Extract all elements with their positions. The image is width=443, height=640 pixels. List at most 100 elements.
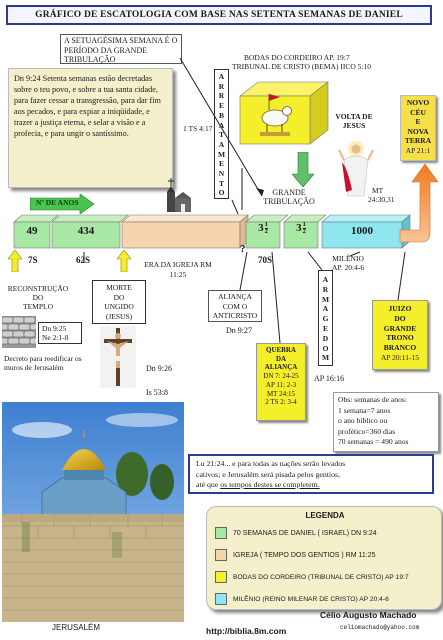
- juizo-l2: GRANDE: [383, 323, 417, 333]
- legend-title: LEGENDA: [305, 511, 345, 520]
- arreb-l5: A: [218, 120, 225, 130]
- mt-ref-line2: 24:30,31: [368, 195, 395, 204]
- label-62s: 62S: [76, 255, 91, 265]
- site-url[interactable]: http://biblia.8m.com: [206, 626, 287, 636]
- arreb-l3: E: [218, 101, 224, 111]
- label-7s: 7S: [28, 255, 38, 265]
- volta-jesus-label: VOLTA DE JESUS: [335, 112, 373, 130]
- novo-ceu-box: NOVO CÉU E NOVA TERRA AP 21:1: [400, 95, 436, 161]
- half-2-num: 1: [302, 221, 306, 229]
- era-igreja-label: ERA DA IGREJA RM 11:25: [144, 260, 212, 279]
- morte-l1: DO: [113, 292, 125, 302]
- legend-panel: LEGENDA 70 SEMANAS DE DANIEL ( ISRAEL) D…: [206, 506, 442, 610]
- novo-ceu-l1: CÉU: [410, 107, 426, 117]
- juizo-l3: TRONO: [386, 333, 414, 343]
- obs-l0: Obs: semanas de anos:: [338, 395, 407, 404]
- legend-label-bodas: BODAS DO CORDEIRO (TRIBUNAL DE CRISTO) A…: [233, 573, 409, 581]
- obs-l2: o ano bíblico ou: [338, 416, 388, 425]
- legend-item-milenio: MILÊNIO (REINO MILENAR DE CRISTO) AP 20:…: [215, 589, 439, 609]
- chart-title: GRÁFICO DE ESCATOLOGIA COM BASE NAS SETE…: [6, 5, 432, 25]
- lucas-underlined-phrase: os tempos destes se completem.: [220, 480, 320, 489]
- half-1-den: 2: [264, 228, 268, 235]
- alianca-box: ALIANÇA COM O ANTICRISTO: [208, 290, 262, 322]
- up-arrow-7s: [8, 250, 22, 272]
- arreb-l1: R: [218, 81, 225, 91]
- armag-l6: D: [322, 333, 329, 343]
- timeline-seg-half-1-int: 3: [258, 222, 264, 235]
- grande-tribulacao-label: GRANDE TRIBULAÇÃO: [258, 188, 320, 206]
- reconstrucao-l0: RECONSTRUÇÃO: [7, 284, 69, 293]
- armag-l8: M: [321, 353, 330, 363]
- armag-l0: A: [322, 275, 329, 284]
- novo-ceu-l4: TERRA: [404, 136, 432, 145]
- ts-ref: 1 TS 4:17: [183, 124, 213, 133]
- author-email: celiomachado@yahoo.com: [340, 624, 420, 631]
- nr-anos-arrow: [30, 194, 95, 214]
- legend-item-israel: 70 SEMANAS DE DANIEL ( ISRAEL) DN 9:24: [215, 523, 439, 543]
- bodas-box-graphic: [239, 81, 329, 145]
- dn-ne-l0: Dn 9:25: [42, 324, 67, 333]
- jerusalem-photo: [2, 402, 184, 622]
- grande-trib-l0: GRANDE: [272, 188, 306, 197]
- legend-item-igreja: IGREJA ( TEMPO DOS GENTIOS ) RM 11:25: [215, 545, 439, 565]
- daniel-quote-box: Dn 9:24 Setenta semanas estão decretadas…: [8, 68, 173, 188]
- milenio-label: MILÊNIO AP. 20:4-6: [332, 254, 364, 272]
- dn-ne-l1: Ne 2:1-8: [42, 333, 69, 342]
- milenio-l0: MILÊNIO: [332, 254, 364, 263]
- quebra-l5: MT 24:15: [266, 389, 296, 398]
- legend-swatch-igreja: [215, 549, 227, 561]
- author-name: Célio Augusto Machado: [320, 610, 417, 620]
- half-1-num: 1: [264, 221, 268, 229]
- dn927-label: Dn 9:27: [226, 326, 252, 335]
- reconstrucao-l2: TEMPLO: [23, 302, 53, 311]
- armag-l7: O: [322, 343, 329, 353]
- arreb-l11: T: [218, 178, 224, 188]
- lucas-l2: até que os tempos destes se completem.: [196, 480, 320, 489]
- juizo-box: JUIZO DO GRANDE TRONO BRANCO AP 20:11-15: [372, 300, 428, 370]
- is53-label: Is 53:8: [146, 388, 168, 397]
- descent-arrow: [292, 152, 314, 188]
- milenio-l1: AP. 20:4-6: [332, 263, 365, 272]
- novo-ceu-l3: NOVA: [407, 126, 429, 136]
- legend-label-milenio: MILÊNIO (REINO MILENAR DE CRISTO) AP 20:…: [233, 595, 389, 603]
- arreb-l10: N: [218, 169, 225, 179]
- arreb-l9: E: [218, 159, 224, 169]
- tribunal-label: TRIBUNAL DE CRISTO (BEMA) IICO 5:10: [232, 62, 371, 71]
- arreb-l12: O: [218, 188, 225, 198]
- armag-l3: A: [322, 304, 329, 314]
- arreb-l8: M: [217, 149, 226, 159]
- mt-ref-line1: MT: [372, 186, 384, 195]
- quebra-l1: DA: [275, 354, 287, 363]
- crucifix-graphic: [100, 326, 136, 388]
- obs-box: Obs: semanas de anos: 1 semana=7 anos o …: [333, 392, 439, 452]
- arreb-l4: B: [218, 110, 224, 120]
- juizo-l1: DO: [394, 313, 406, 323]
- up-arrow-62s: [117, 250, 131, 272]
- legend-label-israel: 70 SEMANAS DE DANIEL ( ISRAEL) DN 9:24: [233, 529, 377, 537]
- quebra-box: QUEBRA DA ALIANÇA DN 7: 24-25 AP 11: 2-3…: [256, 343, 306, 421]
- bodas-label: BODAS DO CORDEIRO AP. 19:7: [244, 53, 350, 62]
- obs-l4: 70 semanas = 490 anos: [338, 437, 409, 446]
- legend-label-igreja: IGREJA ( TEMPO DOS GENTIOS ) RM 11:25: [233, 551, 376, 559]
- quebra-l4: AP 11: 2-3: [265, 380, 297, 389]
- morte-l0: MORTE: [106, 283, 132, 292]
- timeline-seg-1000: 1000: [351, 225, 373, 237]
- juizo-l5: AP 20:11-15: [381, 352, 419, 362]
- dn926-label: Dn 9:26: [146, 364, 172, 373]
- armag-l4: G: [322, 314, 329, 324]
- ap1616-label: AP 16:16: [314, 374, 345, 383]
- quebra-l6: 2 TS 2: 3-4: [265, 398, 297, 407]
- quebra-l2: ALIANÇA: [264, 363, 298, 372]
- obs-l1: 1 semana=7 anos: [338, 405, 391, 415]
- septuagesima-text: A SETUAGÉSIMA SEMANA É O PERÍODO DA GRAN…: [64, 36, 178, 64]
- obs-l3: profético=360 dias: [338, 426, 396, 436]
- brick-wall-graphic: [2, 316, 36, 348]
- quebra-l0: QUEBRA: [266, 346, 296, 354]
- legend-swatch-bodas: [215, 571, 227, 583]
- arrebatamento-box: A R R E B A T A M E N T O: [214, 69, 229, 199]
- morte-l2: UNGIDO: [104, 302, 134, 311]
- arreb-l6: T: [218, 130, 224, 140]
- armag-l2: M: [321, 294, 330, 304]
- daniel-quote-text: Dn 9:24 Setenta semanas estão decretadas…: [14, 74, 161, 138]
